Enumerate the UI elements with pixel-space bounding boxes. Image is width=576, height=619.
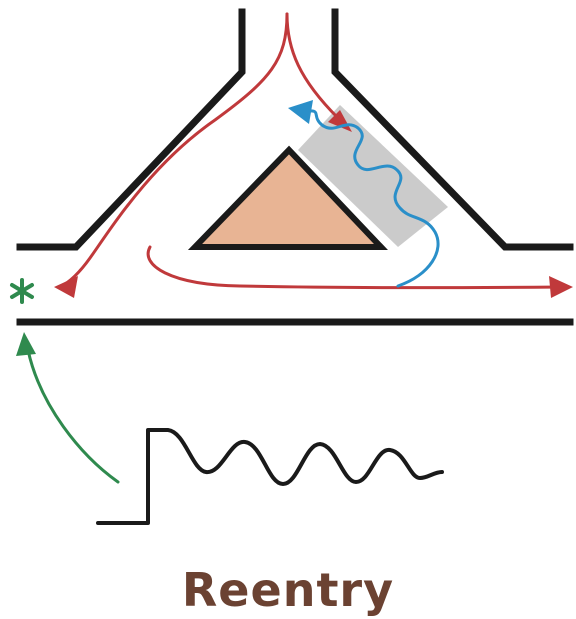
arrowhead-right bbox=[549, 276, 573, 298]
forward-path-loop bbox=[148, 247, 562, 288]
stimulus-marker bbox=[12, 280, 32, 302]
curved-arrow-up-icon bbox=[16, 332, 36, 356]
action-potential-trace bbox=[98, 430, 442, 523]
left-outer-wall bbox=[20, 12, 242, 247]
stimulus-arrow bbox=[28, 350, 118, 482]
diagram-title: Reentry bbox=[0, 562, 576, 618]
arrowhead-retrograde bbox=[288, 100, 313, 124]
arrowhead-left bbox=[54, 276, 78, 298]
